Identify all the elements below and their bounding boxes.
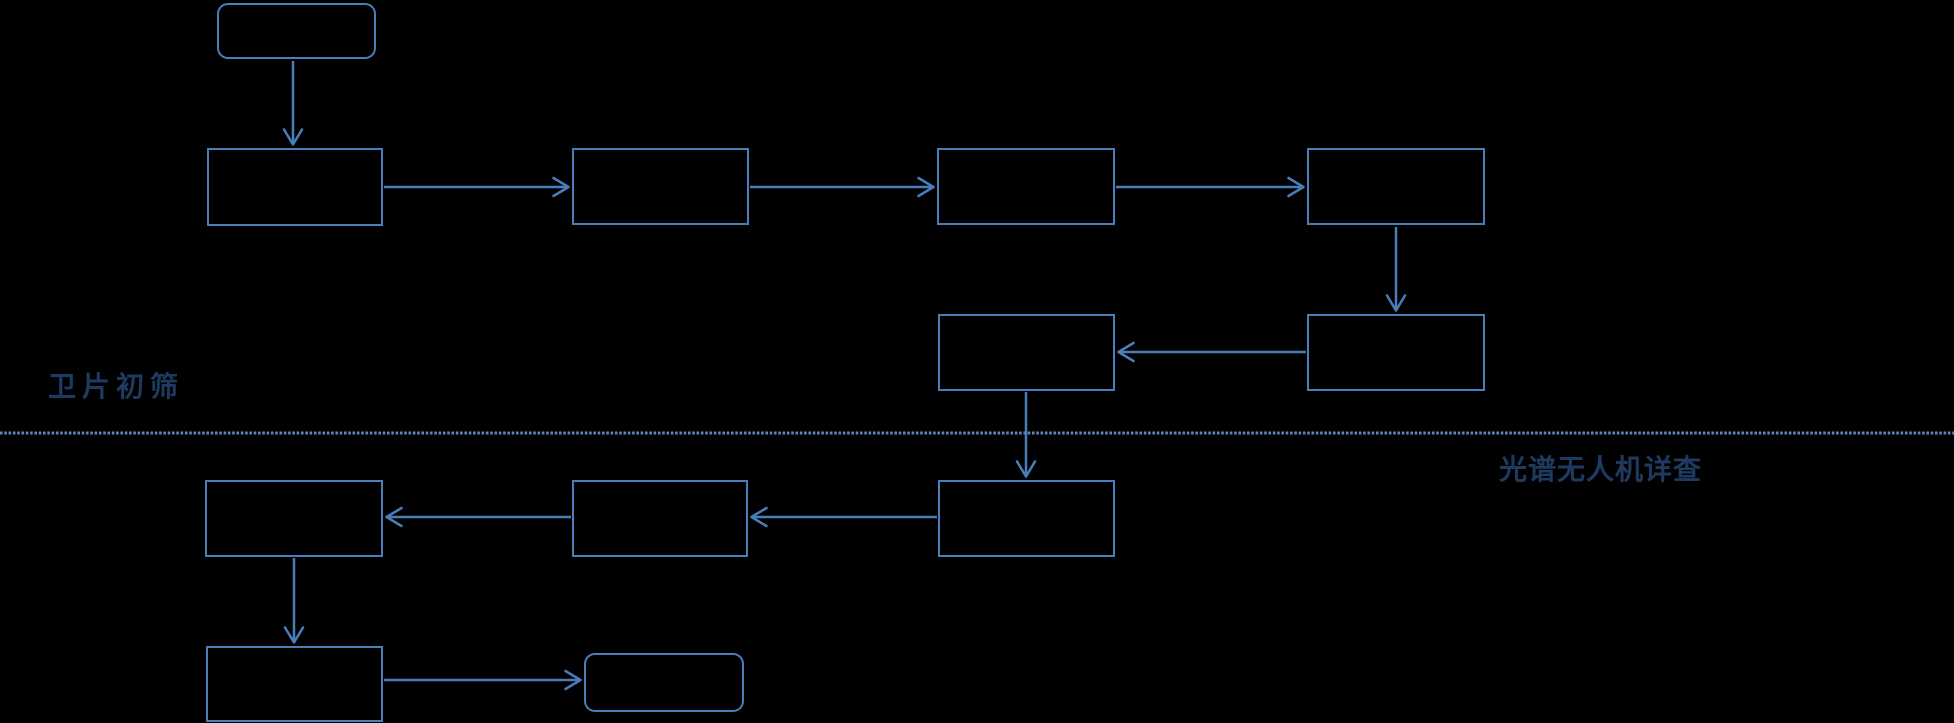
flow-node-p2 [572,148,749,225]
section-label-satellite-screening: 卫片初筛 [48,371,185,402]
flow-node-p9 [205,480,383,557]
flow-node-start [217,3,376,59]
flow-node-p8 [572,480,748,557]
flow-node-p3 [937,148,1115,225]
flow-node-p7 [938,480,1115,557]
section-label-drone-survey: 光谱无人机详查 [1499,454,1703,485]
flow-node-p6 [938,314,1115,391]
flow-node-p5 [1307,314,1485,391]
flow-node-p4 [1307,148,1485,225]
flow-node-p10 [206,646,383,722]
flow-node-end [584,653,744,712]
flow-node-p1 [207,148,383,226]
